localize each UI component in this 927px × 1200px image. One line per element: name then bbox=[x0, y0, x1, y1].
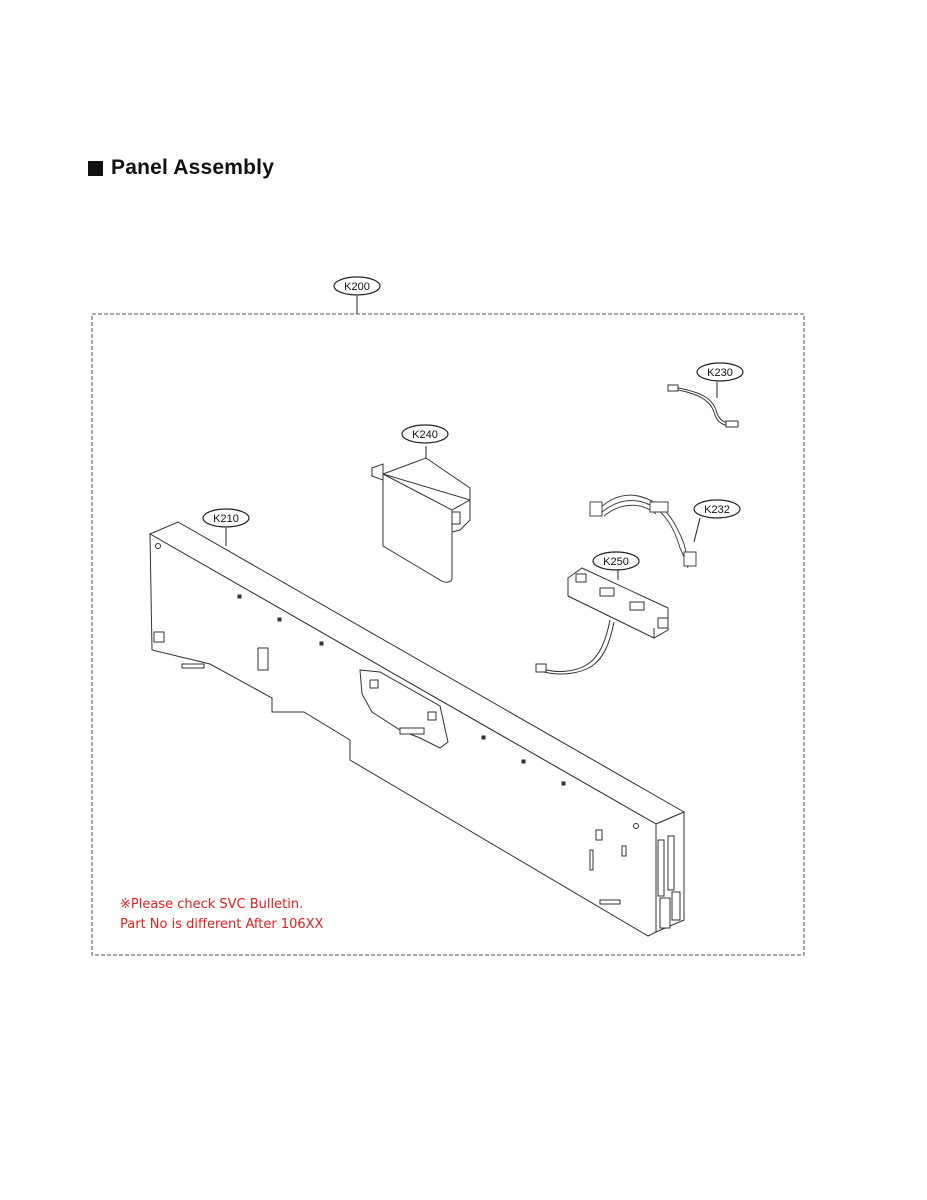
callout-k250-label: K250 bbox=[603, 556, 629, 568]
k230-cable bbox=[667, 382, 739, 428]
callout-k240-label: K240 bbox=[412, 429, 438, 441]
callout-k232: K232 bbox=[693, 499, 741, 519]
k240-module bbox=[371, 446, 471, 583]
callout-k232-label: K232 bbox=[704, 504, 730, 516]
callout-k210: K210 bbox=[202, 508, 250, 528]
k210-control-panel bbox=[148, 521, 686, 937]
service-note-line2: Part No is different After 106XX bbox=[120, 917, 324, 932]
page-title: Panel Assembly bbox=[111, 156, 275, 179]
heading-square-icon bbox=[88, 160, 103, 176]
callout-k230: K230 bbox=[696, 362, 744, 382]
callout-k230-label: K230 bbox=[707, 367, 733, 379]
service-note-line1: ※Please check SVC Bulletin. bbox=[120, 897, 303, 912]
callout-k240: K240 bbox=[401, 424, 449, 444]
callout-k200-label: K200 bbox=[344, 281, 370, 293]
callout-k210-label: K210 bbox=[213, 513, 239, 525]
assembly-boundary bbox=[91, 313, 805, 956]
section-heading: Panel Assembly bbox=[88, 156, 274, 180]
k232-harness bbox=[589, 494, 701, 569]
callout-k200: K200 bbox=[333, 276, 381, 296]
k250-switch-board bbox=[535, 567, 669, 675]
callout-k250: K250 bbox=[592, 551, 640, 571]
